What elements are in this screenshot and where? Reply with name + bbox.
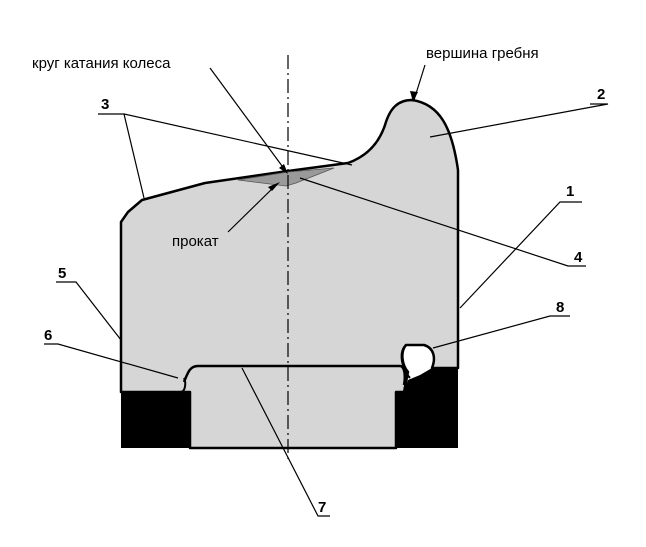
arrowhead-rolling-circle	[279, 164, 288, 174]
leader-8	[432, 315, 570, 349]
leader-7	[241, 367, 330, 517]
arrowhead-flange-crest	[410, 91, 418, 102]
leader-prokat	[227, 184, 277, 233]
hub-right	[396, 368, 458, 448]
arrowheads	[268, 91, 418, 191]
leader-rolling-circle	[209, 67, 286, 171]
leader-6	[44, 343, 179, 379]
left-groove	[121, 377, 187, 393]
rolling-wear-zone	[237, 167, 335, 187]
callout-4: 4	[574, 249, 583, 266]
callout-5: 5	[58, 265, 66, 282]
arrowhead-prokat	[268, 182, 280, 191]
hub-left	[121, 392, 190, 448]
leader-5	[56, 281, 122, 341]
leader-3b	[123, 113, 353, 166]
callout-3: 3	[101, 96, 109, 113]
callout-6: 6	[44, 327, 52, 344]
leader-4	[299, 177, 586, 267]
leader-lines	[44, 64, 609, 517]
callout-8: 8	[556, 299, 564, 316]
callout-2: 2	[597, 86, 605, 103]
callout-1: 1	[566, 183, 574, 200]
leader-3a	[98, 113, 145, 199]
ring-groove	[400, 344, 411, 379]
label-flange-crest: вершина гребня	[426, 45, 539, 62]
callout-7: 7	[318, 499, 326, 516]
bore-seat-line	[182, 364, 407, 386]
leader-1	[459, 201, 582, 309]
label-rolling-circle: круг катания колеса	[32, 55, 171, 72]
label-rolling-wear: прокат	[172, 233, 219, 250]
leader-2	[429, 103, 609, 138]
